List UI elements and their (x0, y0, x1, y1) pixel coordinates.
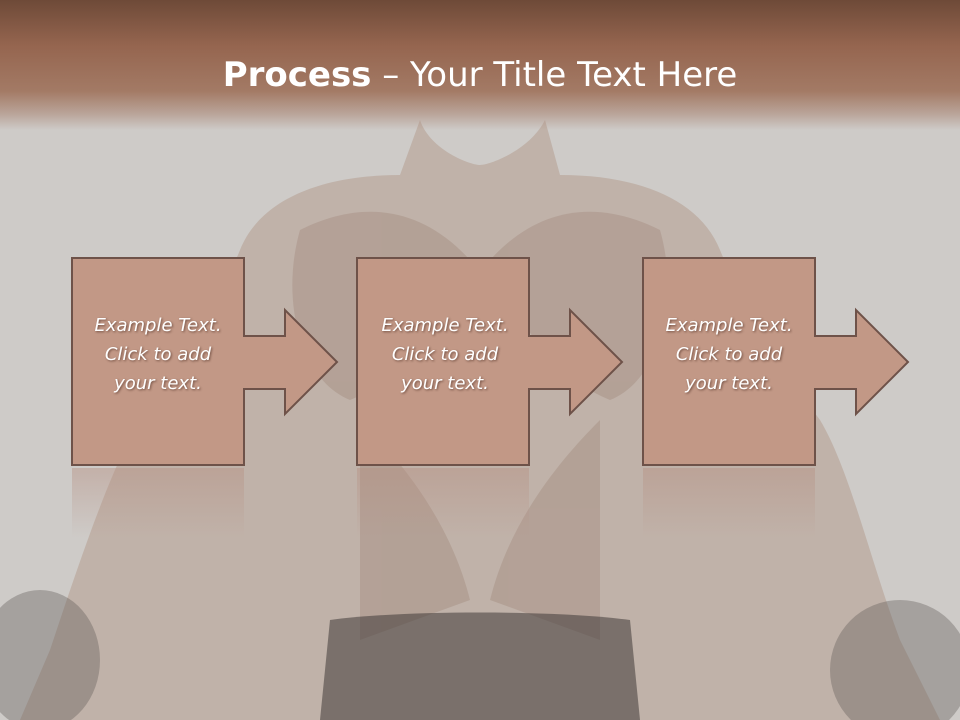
shape-reflections (72, 468, 815, 538)
title-rest: – Your Title Text Here (371, 55, 738, 95)
step-3-line-1: Example Text. (665, 315, 793, 336)
step-3-line-3: your text. (685, 373, 773, 394)
step-2-shape (356, 257, 624, 466)
step-3-shape (642, 257, 910, 466)
step-3-text[interactable]: Example Text. Click to add your text. (643, 311, 815, 398)
step-1-line-3: your text. (114, 373, 202, 394)
step-2-line-3: your text. (401, 373, 489, 394)
step-2-line-2: Click to add (391, 344, 499, 365)
slide-title[interactable]: Process – Your Title Text Here (0, 54, 960, 96)
title-strong: Process (222, 55, 372, 95)
step-2-text[interactable]: Example Text. Click to add your text. (359, 311, 531, 398)
step-1-line-2: Click to add (104, 344, 212, 365)
process-step-3[interactable] (642, 257, 910, 466)
step-2-line-1: Example Text. (381, 315, 509, 336)
step-3-line-2: Click to add (675, 344, 783, 365)
step-1-line-1: Example Text. (94, 315, 222, 336)
step-1-text[interactable]: Example Text. Click to add your text. (72, 311, 244, 398)
title-band (0, 0, 960, 130)
process-step-2[interactable] (356, 257, 624, 466)
step-1-shape (71, 257, 339, 466)
process-step-1[interactable] (71, 257, 339, 466)
